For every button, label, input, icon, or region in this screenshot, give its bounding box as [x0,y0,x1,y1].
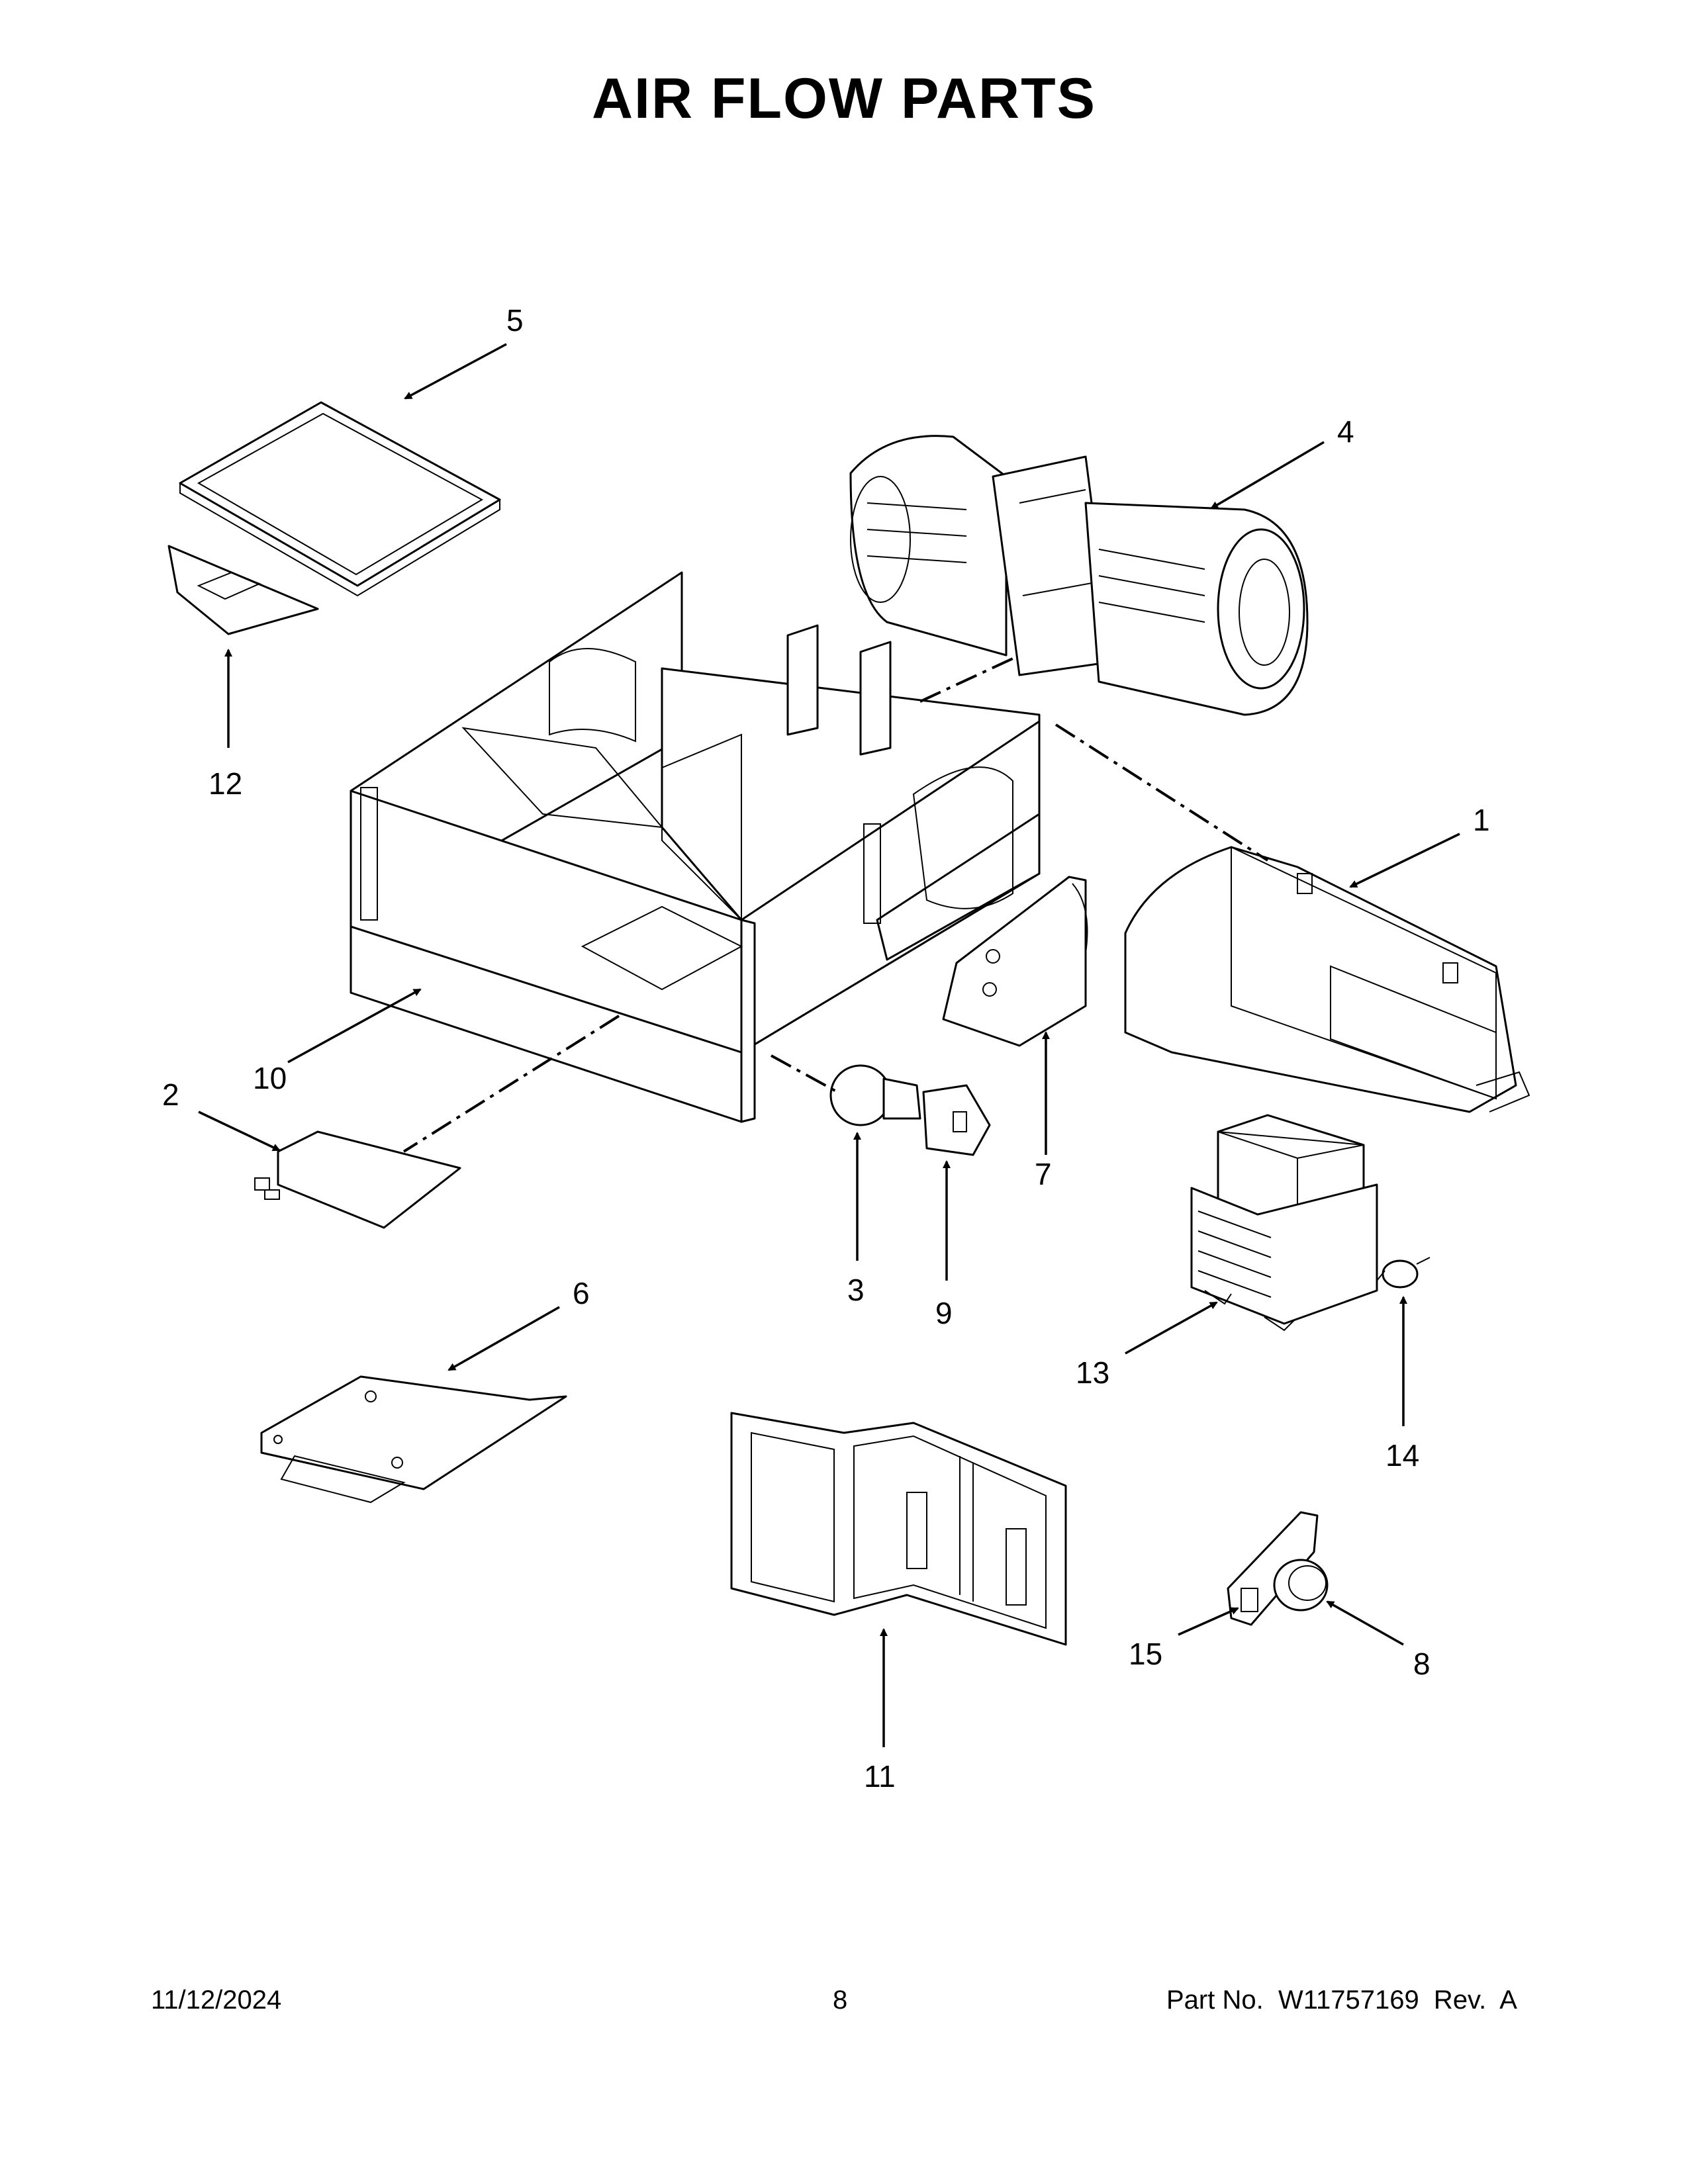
part-15-board [1227,1511,1319,1626]
callout-1: 1 [1473,803,1490,837]
part-6-shield-plate [260,1375,567,1504]
callout-14: 14 [1385,1438,1419,1473]
callout-13: 13 [1076,1355,1109,1390]
callout-15: 15 [1129,1637,1162,1671]
part-4-blower-motor [849,435,1309,716]
part-3-lamp-bulb [829,1064,921,1126]
part-10-air-duct-housing [350,571,1041,1123]
callout-6: 6 [573,1276,590,1310]
callout-labels: 5 4 1 12 10 2 3 9 7 13 14 6 11 15 8 [162,303,1490,1794]
callout-12: 12 [209,766,242,801]
callout-4: 4 [1337,414,1354,449]
part-7-bracket [942,876,1088,1047]
part-1-vent-duct [1124,846,1530,1113]
leader-arrows [198,343,1460,1747]
part-11-bottom-plate [730,1412,1067,1646]
callout-9: 9 [935,1296,953,1330]
callout-5: 5 [506,303,524,338]
part-2-cover-plate [254,1130,461,1229]
part-14-thermostat [1376,1257,1430,1289]
footer-page-number: 8 [833,1985,848,2015]
part-8-knob [1273,1559,1329,1612]
part-12-charcoal-filter [167,545,319,635]
footer-part-number: Part No. W11757169 Rev. A [1166,1985,1517,2015]
callout-10: 10 [253,1061,287,1095]
part-13-transformer [1190,1114,1378,1332]
callout-3: 3 [847,1273,865,1307]
callout-2: 2 [162,1077,179,1112]
part-9-lamp-socket [922,1084,991,1156]
part-5-filter-frame [179,401,501,597]
callout-7: 7 [1035,1157,1052,1191]
callout-8: 8 [1413,1647,1430,1681]
callout-11: 11 [864,1759,896,1794]
assembly-lines [402,657,1269,1153]
footer-date: 11/12/2024 [151,1985,282,2015]
page-title: AIR FLOW PARTS [591,67,1097,130]
